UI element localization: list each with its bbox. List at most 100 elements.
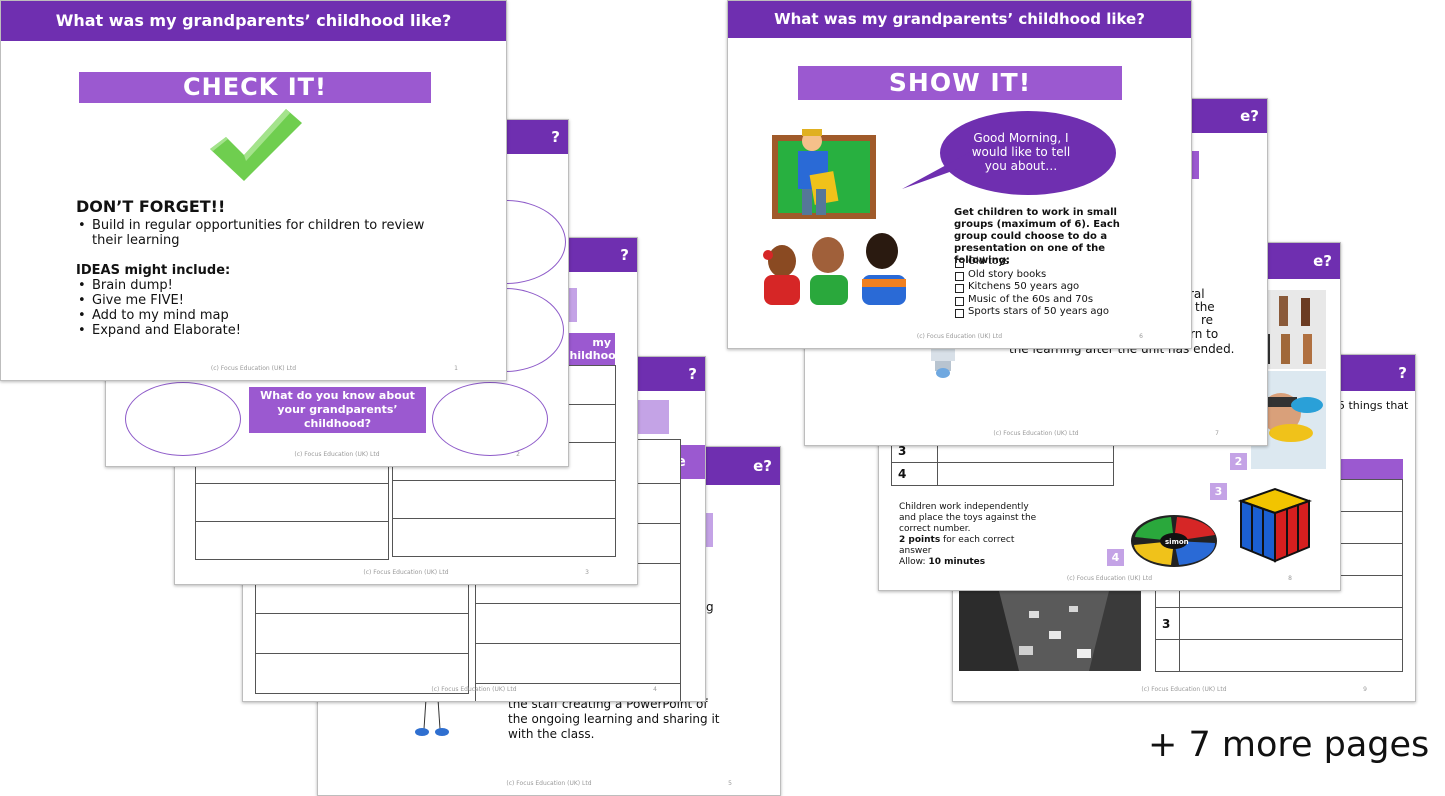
list-item: Expand and Elaborate! — [76, 323, 241, 338]
page-number: 8 — [1288, 575, 1292, 582]
table-row: 3 — [1155, 607, 1403, 640]
list-item: Give me FIVE! — [76, 293, 241, 308]
slide-footer: (c) Focus Education (UK) Ltd — [210, 365, 297, 372]
simon-logo-text: simon — [1165, 538, 1189, 546]
page-number: 1 — [454, 365, 458, 372]
table-row — [195, 521, 389, 560]
text-fragment: re — [1201, 313, 1214, 327]
slide-header: What was my grandparents’ childhood like… — [728, 1, 1191, 38]
presentation-topics-list: Old toys Old story books Kitchens 50 yea… — [954, 256, 1109, 319]
header-fragment: ? — [1398, 364, 1407, 382]
page-number: 2 — [516, 451, 520, 458]
table-row — [475, 603, 681, 644]
header-fragment: e? — [1313, 252, 1332, 270]
points-value: 2 points — [899, 535, 941, 545]
page-number: 3 — [585, 569, 589, 576]
column-header: my childhood — [563, 333, 624, 367]
toy-number-label: 2 — [1230, 453, 1247, 470]
list-item: Sports stars of 50 years ago — [954, 306, 1109, 319]
dont-forget-heading: DON’T FORGET!! — [76, 197, 226, 216]
list-item: Old story books — [954, 269, 1109, 282]
more-pages-caption: + 7 more pages — [1148, 725, 1430, 765]
slide-footer: (c) Focus Education (UK) Ltd — [431, 686, 517, 693]
answer-table-left — [255, 583, 469, 694]
table-row — [475, 643, 681, 684]
lightbulb-icon — [931, 345, 955, 378]
check-it-banner: CHECK IT! — [79, 72, 431, 103]
page-number: 9 — [1363, 686, 1367, 693]
table-row: 4 — [891, 462, 1114, 486]
column-header-fragment — [1331, 459, 1403, 479]
table-row — [255, 653, 469, 694]
table-row — [392, 518, 616, 557]
slide-title: What was my grandparents’ childhood like… — [774, 10, 1145, 28]
slide-header: What was my grandparents’ childhood like… — [1, 1, 506, 41]
slide-1: What was my grandparents’ childhood like… — [0, 0, 507, 381]
simon-game-photo — [1131, 515, 1217, 567]
ideas-list: Brain dump! Give me FIVE! Add to my mind… — [76, 278, 241, 338]
street-traffic-photo — [959, 591, 1141, 671]
centre-question-text: What do you know about your grandparents… — [260, 389, 415, 430]
label-fragment — [636, 400, 669, 434]
toy-number-label: 3 — [1210, 483, 1227, 500]
allow-label: Allow: — [899, 557, 929, 567]
answer-table: 3 4 — [891, 439, 1114, 486]
text-fragment: the — [1195, 300, 1215, 314]
activity-instructions: Children work independently and place th… — [899, 502, 1039, 568]
toy-number-label: 4 — [1107, 549, 1124, 566]
list-item: Brain dump! — [76, 278, 241, 293]
slide-footer: (c) Focus Education (UK) Ltd — [993, 430, 1079, 437]
header-fragment: e? — [1240, 107, 1259, 125]
column-header-text: my childhood — [563, 336, 624, 362]
table-row — [392, 480, 616, 519]
banner-text: SHOW IT! — [888, 68, 1032, 97]
reminder-list: Build in regular opportunities for child… — [76, 218, 456, 248]
page-number: 4 — [653, 686, 657, 693]
presentation-instructions: Get children to work in small groups (ma… — [954, 207, 1120, 266]
figure-legs-illustration — [415, 699, 449, 736]
slide-body-text: the staff creating a PowerPoint of the o… — [508, 697, 720, 741]
ideas-heading: IDEAS might include: — [76, 263, 231, 278]
banner-text: CHECK IT! — [183, 73, 327, 101]
table-row — [255, 613, 469, 654]
text-fragment: g — [706, 600, 714, 614]
list-item: Build in regular opportunities for child… — [76, 218, 456, 248]
table-row — [195, 483, 389, 522]
slide-6: What was my grandparents’ childhood like… — [727, 0, 1192, 349]
show-it-banner: SHOW IT! — [798, 66, 1122, 100]
list-item: Music of the 60s and 70s — [954, 294, 1109, 307]
list-item: Add to my mind map — [76, 308, 241, 323]
header-fragment: ? — [688, 365, 697, 383]
list-item: Kitchens 50 years ago — [954, 281, 1109, 294]
header-fragment: ? — [551, 128, 560, 146]
slide-footer: (c) Focus Education (UK) Ltd — [1066, 575, 1153, 582]
header-fragment: e? — [753, 457, 772, 475]
slide-title: What was my grandparents’ childhood like… — [55, 11, 452, 30]
table-row — [255, 583, 469, 614]
text-fragment: rn to — [1190, 327, 1219, 341]
page-number: 7 — [1215, 430, 1219, 437]
table-row — [1155, 639, 1403, 672]
mind-map-centre-question: What do you know about your grandparents… — [249, 387, 426, 433]
instructions-text: Children work independently and place th… — [899, 502, 1037, 534]
mind-map-oval — [432, 382, 548, 456]
speech-bubble-text: Good Morning, I would like to tell you a… — [971, 131, 1071, 173]
list-item: Old toys — [954, 256, 1109, 269]
header-fragment: ? — [620, 246, 629, 264]
points-text: for each correct answer — [899, 535, 1015, 556]
text-fragment: 5 things that — [1338, 399, 1409, 412]
slide-footer: (c) Focus Education (UK) Ltd — [294, 451, 380, 458]
text-fragment: ral — [1189, 287, 1205, 301]
page-number: 6 — [1139, 333, 1143, 340]
mind-map-oval — [125, 382, 241, 456]
check-mark-icon — [210, 109, 302, 181]
label-fragment — [705, 513, 713, 547]
slide-footer: (c) Focus Education (UK) Ltd — [916, 333, 1003, 340]
slide-footer: (c) Focus Education (UK) Ltd — [506, 780, 592, 787]
rubiks-cube-photo — [1237, 487, 1313, 563]
slide-footer: (c) Focus Education (UK) Ltd — [363, 569, 449, 576]
speech-bubble-icon — [902, 111, 1116, 195]
page-number: 5 — [728, 780, 732, 787]
table-row — [475, 683, 681, 701]
allow-value: 10 minutes — [928, 557, 986, 567]
